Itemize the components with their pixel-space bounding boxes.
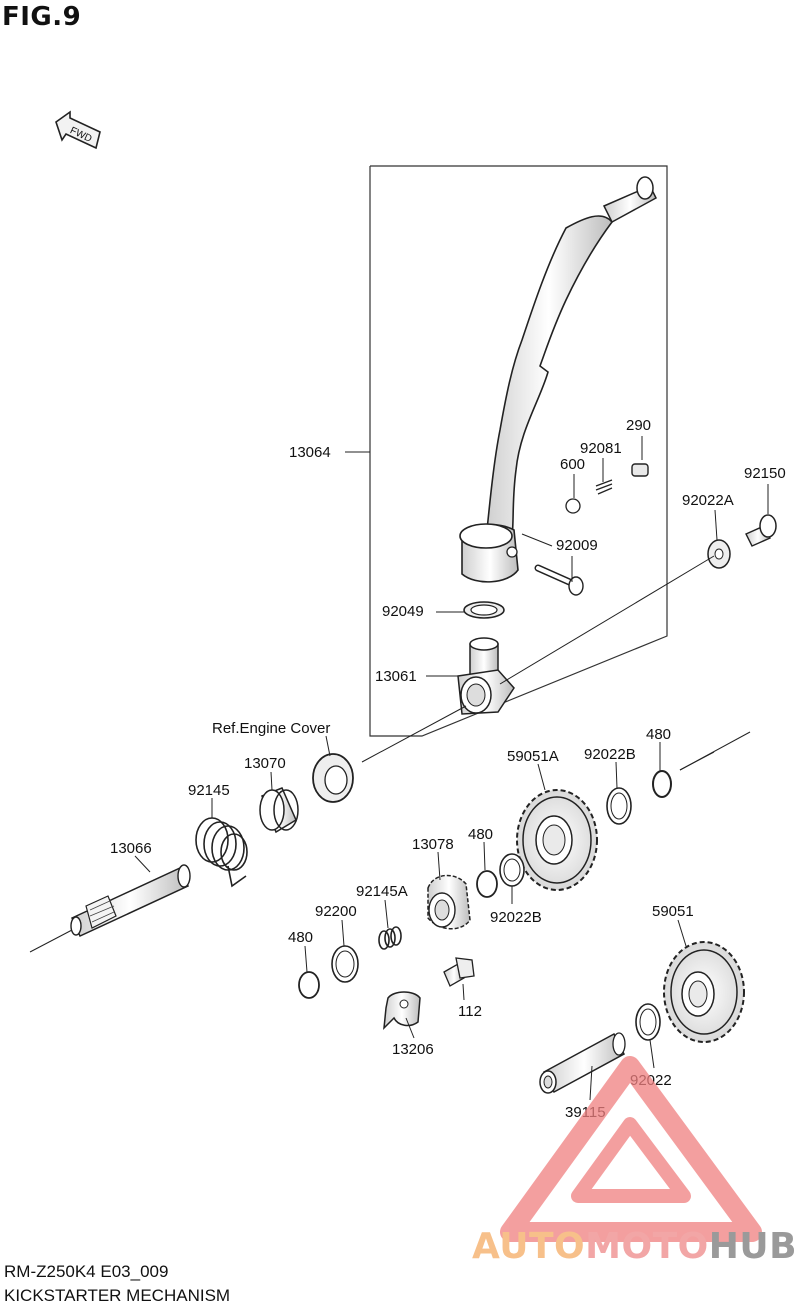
label-13078: 13078 bbox=[412, 836, 454, 853]
label-13066: 13066 bbox=[110, 840, 152, 857]
kick-lever-part bbox=[459, 176, 657, 583]
shaft-39115 bbox=[539, 1032, 626, 1094]
label-92200: 92200 bbox=[315, 903, 357, 920]
assembly-centerlines bbox=[361, 555, 751, 771]
label-13064: 13064 bbox=[289, 444, 331, 461]
spring-92145 bbox=[195, 817, 248, 888]
watermark-logo-icon bbox=[500, 1056, 762, 1242]
label-92022A: 92022A bbox=[682, 492, 734, 509]
watermark-auto: AUTO bbox=[472, 1226, 586, 1267]
circlip-480-mid bbox=[476, 870, 498, 898]
circlip-480-top bbox=[652, 770, 672, 798]
label-92009: 92009 bbox=[556, 537, 598, 554]
leader-lines bbox=[134, 436, 769, 1101]
watermark-hub: HUB bbox=[708, 1226, 798, 1267]
label-13206: 13206 bbox=[392, 1041, 434, 1058]
assembly-boundary bbox=[369, 165, 668, 737]
collar-13070 bbox=[259, 787, 299, 834]
label-92049: 92049 bbox=[382, 603, 424, 620]
bolt-112 bbox=[443, 957, 475, 987]
bolt-92150 bbox=[745, 514, 777, 547]
circlip-480-left bbox=[298, 971, 320, 999]
spring-plunger-parts bbox=[534, 463, 649, 596]
fwd-arrow-icon: FWD bbox=[55, 110, 101, 150]
washer-92200 bbox=[331, 945, 359, 983]
label-290: 290 bbox=[626, 417, 651, 434]
label-112: 112 bbox=[458, 1003, 482, 1020]
spring-92145A bbox=[378, 926, 402, 950]
watermark-wordmark: AUTOMOTOHUB bbox=[472, 1226, 797, 1267]
gear-59051A bbox=[516, 789, 598, 891]
washer-92022B-mid bbox=[499, 853, 525, 887]
label-13061: 13061 bbox=[375, 668, 417, 685]
label-13070: 13070 bbox=[244, 755, 286, 772]
label-59051: 59051 bbox=[652, 903, 694, 920]
label-92150: 92150 bbox=[744, 465, 786, 482]
washer-92022B-top bbox=[606, 787, 632, 825]
footer-model-code: RM-Z250K4 E03_009 bbox=[4, 1262, 169, 1281]
label-600: 600 bbox=[560, 456, 585, 473]
label-92081: 92081 bbox=[580, 440, 622, 457]
label-480-mid: 480 bbox=[468, 826, 493, 843]
label-92145: 92145 bbox=[188, 782, 230, 799]
label-480-left: 480 bbox=[288, 929, 313, 946]
label-92022B-mid: 92022B bbox=[490, 909, 542, 926]
washer-92022 bbox=[635, 1003, 661, 1041]
washer-92022A bbox=[707, 539, 731, 569]
label-92022B-top: 92022B bbox=[584, 746, 636, 763]
watermark-moto: MOTO bbox=[585, 1226, 709, 1267]
footer-section-name: KICKSTARTER MECHANISM bbox=[4, 1286, 231, 1305]
label-92145A: 92145A bbox=[356, 883, 408, 900]
ratchet-13078 bbox=[427, 874, 471, 930]
kick-boss-13061 bbox=[457, 637, 515, 715]
label-59051A: 59051A bbox=[507, 748, 559, 765]
kick-shaft-13066 bbox=[29, 864, 191, 953]
seal-engine-cover bbox=[312, 753, 354, 803]
gear-59051 bbox=[663, 941, 745, 1043]
figure-title: FIG.9 bbox=[2, 2, 82, 32]
guide-13206 bbox=[383, 991, 421, 1031]
label-ref-engine-cover: Ref.Engine Cover bbox=[212, 720, 330, 737]
label-480-top: 480 bbox=[646, 726, 671, 743]
oil-seal-92049 bbox=[463, 601, 505, 619]
